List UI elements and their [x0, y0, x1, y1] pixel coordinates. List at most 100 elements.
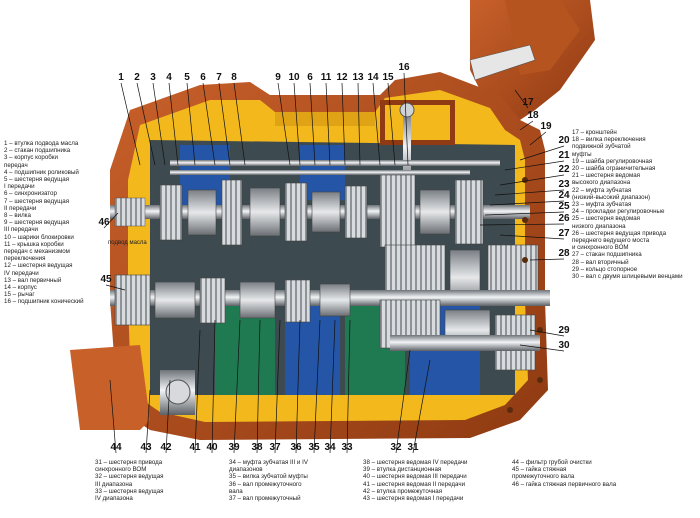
callout-number: 39: [228, 442, 240, 453]
oil-inlet-label: подвод масла: [108, 240, 147, 246]
callout-leader: [233, 319, 241, 454]
callout-number: 20: [558, 135, 570, 146]
legend-entry: 24 – прокладки регулировочные: [572, 208, 665, 216]
legend-entry: 2 – стакан подшипника: [4, 147, 71, 155]
legend-entry: 16 – подшипник конический: [4, 298, 84, 306]
legend-entry: 25 – шестерня ведомая: [572, 215, 641, 223]
legend-entry: переднего ведущего моста: [572, 237, 650, 245]
callout-leader: [309, 82, 316, 166]
callout-leader: [504, 160, 565, 171]
legend-entry: 13 – вал первичный: [4, 276, 62, 284]
callout-leader: [105, 284, 126, 291]
legend-entry: 33 – шестерня ведущая: [95, 487, 164, 495]
legend-entry: 28 – вал вторичный: [572, 258, 629, 266]
legend-entry: III передачи: [4, 226, 39, 234]
legend-entry: передач: [4, 161, 28, 169]
callout-leader: [186, 82, 196, 166]
callout-leader: [346, 319, 351, 454]
callout-leader: [233, 82, 246, 166]
legend-entry: 26 – шестерня ведущая привода: [572, 229, 667, 237]
callout-number: 45: [100, 274, 112, 285]
callout-leader: [412, 359, 431, 454]
callout-leader: [519, 145, 565, 161]
legend-entry: 41 – шестерня ведомая II передачи: [363, 480, 466, 488]
legend-entry: подвижной зубчатой: [572, 143, 631, 151]
callout-leader: [489, 200, 565, 206]
callout-number: 1: [118, 72, 124, 83]
legend-entry: 3 – корпус коробки: [4, 154, 58, 162]
legend-entry: низкого диапазона: [572, 222, 626, 230]
legend-entry: 21 – шестерня ведомая: [572, 172, 641, 180]
callout-number: 6: [200, 72, 206, 83]
callout-number: 15: [382, 72, 394, 83]
legend-entry: I передачи: [4, 183, 35, 191]
legend-entry: 42 – втулка промежуточная: [363, 487, 443, 495]
callout-leader: [519, 120, 534, 131]
callout-leader: [403, 72, 409, 166]
callout-number: 9: [275, 72, 281, 83]
callout-number: 41: [189, 442, 201, 453]
legend-entry: (низкий-высокий диапазон): [572, 193, 651, 201]
callout-number: 17: [522, 97, 534, 108]
callout-number: 26: [558, 213, 570, 224]
legend-entry: 40 – шестерня ведомая III передачи: [363, 473, 467, 481]
callout-number: 43: [140, 442, 152, 453]
callout-leader: [168, 82, 179, 166]
callout-number: 35: [308, 442, 320, 453]
callout-number: 23: [558, 179, 570, 190]
callout-number: 37: [269, 442, 281, 453]
callout-leader: [499, 174, 565, 186]
callout-number: 27: [558, 228, 570, 239]
callout-leader: [165, 379, 171, 454]
callout-number: 38: [251, 442, 263, 453]
callout-number: 6: [307, 72, 313, 83]
legend-entry: 8 – вилка: [4, 212, 31, 220]
legend-entry: 27 – стакан подшипника: [572, 251, 642, 259]
legend-entry: 20 – шайба ограничительная: [572, 165, 656, 173]
callout-number: 2: [134, 72, 140, 83]
callout-leader: [194, 329, 201, 454]
legend-entry: 45 – гайка стяжная: [512, 466, 567, 474]
callout-leader: [529, 258, 565, 261]
legend-entry: 17 – кронштейн: [572, 129, 617, 136]
legend-entry: 6 – синхронизатор: [4, 190, 57, 198]
callout-number: 16: [398, 62, 410, 73]
legend-entry: 9 – шестерня ведущая: [4, 219, 70, 227]
legend-entry: 35 – вилка зубчатой муфты: [229, 473, 308, 481]
legend-entry: 37 – вал промежуточный: [229, 495, 301, 503]
callout-number: 29: [558, 325, 570, 336]
legend-entry: 23 – муфта зубчатая: [572, 201, 632, 209]
callout-number: 18: [527, 110, 539, 121]
legend-entry: 38 – шестерня ведомая IV передачи: [363, 459, 468, 466]
legend-entry: 10 – шарики блокировки: [4, 233, 74, 241]
callout-number: 34: [324, 442, 336, 453]
callout-number: 24: [558, 190, 570, 201]
legend-entry: 19 – шайба регулировочная: [572, 157, 653, 165]
callout-group: [103, 72, 565, 454]
callout-leader: [325, 82, 331, 166]
callout-number: 40: [206, 442, 218, 453]
legend-entry: 11 – крышка коробки: [4, 240, 64, 248]
legend-entry: 44 – фильтр грубой очистки: [512, 459, 592, 466]
legend-entry: III диапазона: [95, 480, 133, 488]
legend-entry: II передачи: [4, 204, 37, 212]
callout-leader: [313, 319, 321, 454]
callout-number: 21: [558, 150, 570, 161]
callout-leader: [387, 82, 396, 166]
callout-number: 14: [367, 72, 379, 83]
legend-entry: синхронного ВОМ: [95, 466, 147, 474]
legend-entry: 1 – втулка подвода масла: [4, 140, 79, 147]
callout-number: 30: [558, 340, 570, 351]
callout-leader: [136, 82, 156, 166]
legend-entry: 7 – шестерня ведущая: [4, 197, 70, 205]
callout-number: 25: [558, 201, 570, 212]
legend-entry: IV диапазона: [95, 495, 133, 503]
legend-entry: 18 – вилка переключения: [572, 136, 646, 144]
legend-entry: 46 – гайка стяжная первичного вала: [512, 480, 617, 488]
callout-number: 46: [98, 217, 110, 228]
